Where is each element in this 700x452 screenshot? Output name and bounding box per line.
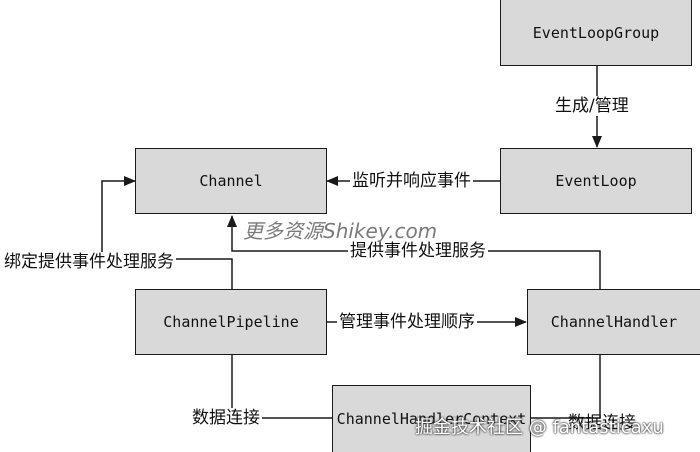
node-event-loop: EventLoop (500, 148, 692, 214)
watermark-center: 更多资源Shikey.com (243, 219, 438, 243)
label-create-manage: 生成/管理 (553, 96, 631, 116)
label-data-connect-left: 数据连接 (190, 408, 262, 428)
label-data-connect-right: 数据连接 (568, 413, 636, 433)
watermark-bottom: 掘金技术社区 @ fantasticaxu (415, 417, 664, 438)
label-manage-order: 管理事件处理顺序 (337, 312, 477, 332)
node-channel-handler: ChannelHandler (527, 289, 700, 355)
label-listen-respond: 监听并响应事件 (350, 171, 473, 191)
node-channel-pipeline: ChannelPipeline (135, 289, 327, 355)
edge-data-connect-right (531, 354, 601, 419)
label-bind-provide-service: 绑定提供事件处理服务 (2, 252, 176, 272)
label-provide-service: 提供事件处理服务 (348, 241, 488, 261)
node-event-loop-group: EventLoopGroup (500, 0, 692, 66)
node-channel: Channel (135, 148, 327, 214)
node-channel-handler-context: ChannelHandlerContext (332, 385, 531, 452)
